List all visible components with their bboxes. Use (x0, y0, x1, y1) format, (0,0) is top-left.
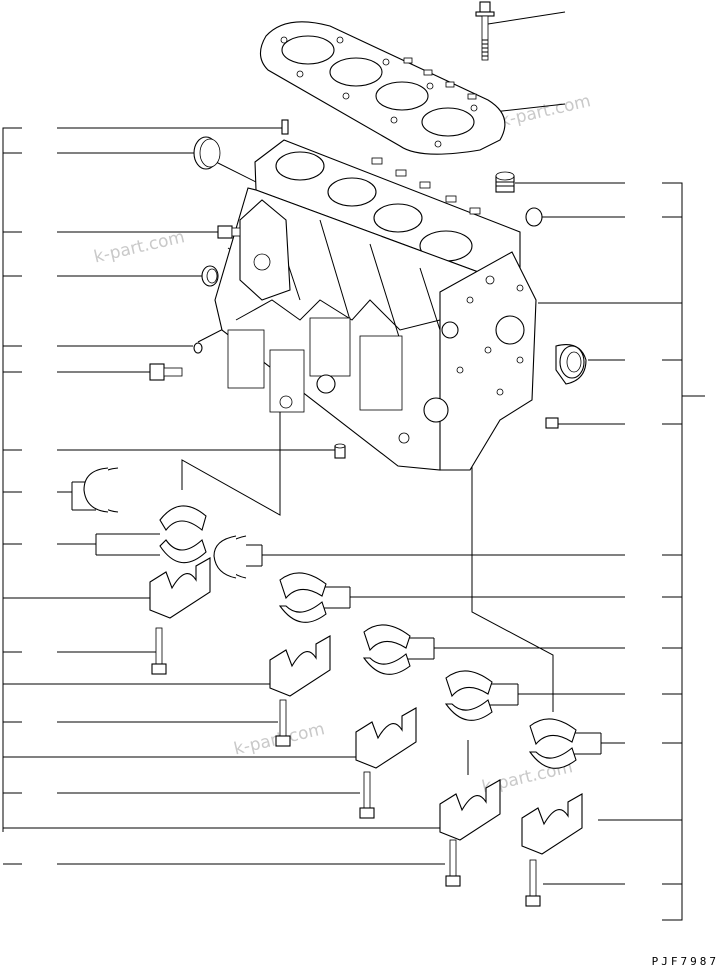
cup-plug (525, 207, 543, 227)
expansion-plug (193, 136, 221, 170)
cylinder-head-bolt (475, 1, 495, 61)
cylinder-block (214, 139, 537, 471)
cap-bolt (151, 627, 541, 907)
drawing-code: PJF7987 (651, 955, 719, 968)
bearing-cap (149, 557, 583, 855)
flange-bolt (149, 363, 183, 381)
right-bracket (538, 182, 705, 921)
right-leaders (240, 11, 625, 885)
camshaft-bushing (555, 344, 587, 385)
oil-plug (495, 171, 515, 193)
left-leaders (57, 127, 445, 865)
thrust-washer (83, 467, 247, 579)
cylinder-head-gasket (259, 21, 506, 155)
left-bracket (2, 127, 440, 865)
main-bearing (159, 505, 577, 769)
seal-ring (201, 265, 219, 287)
washer (193, 342, 203, 354)
side-plug (334, 443, 346, 459)
dowel-pin (281, 119, 289, 135)
drain-cock (217, 225, 241, 239)
cap-bolt-small (545, 417, 559, 429)
